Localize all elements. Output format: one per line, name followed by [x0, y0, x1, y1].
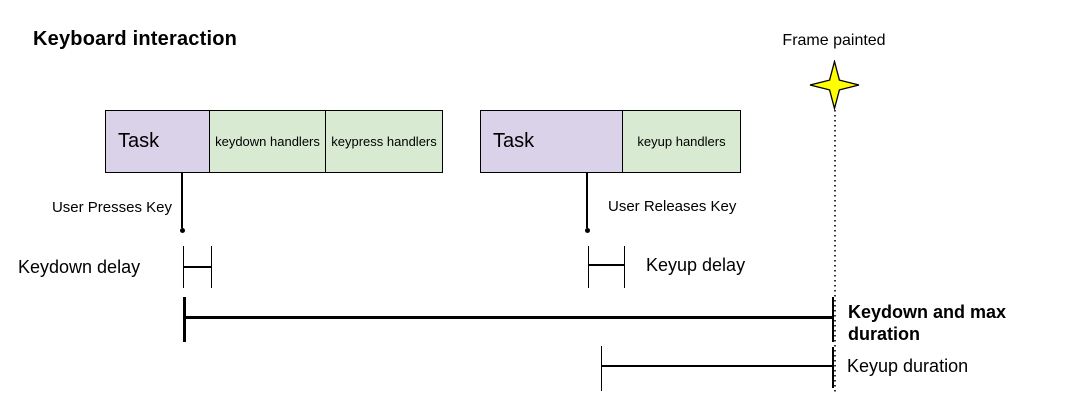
frame-painted-label: Frame painted — [782, 32, 886, 49]
keydown-handlers-label: keydown handlers — [215, 134, 320, 149]
keyup-duration-line — [601, 365, 833, 367]
keyup-delay-end-tick — [623, 246, 625, 288]
keyup-delay-label: Keyup delay — [646, 255, 746, 275]
key-release-arrow-line — [586, 173, 588, 228]
key-press-arrow-line — [181, 173, 183, 228]
keydown-duration-label: Keydown and max duration — [848, 302, 1007, 344]
keyup-duration-start-tick — [600, 346, 602, 391]
frame-paint-time-dotted-line — [834, 110, 836, 394]
task-box-keyup: Task — [480, 110, 623, 173]
keydown-delay-end-tick — [210, 246, 212, 288]
keypress-handlers-label: keypress handlers — [331, 134, 437, 149]
keyup-duration-label: Keyup duration — [847, 356, 969, 376]
keyup-handlers-label: keyup handlers — [637, 134, 726, 149]
keyup-duration-end-tick — [832, 347, 834, 388]
user-presses-key-label: User Presses Key — [51, 199, 172, 216]
keydown-duration-end-tick — [831, 297, 834, 342]
task-box-keydown: Task — [105, 110, 210, 173]
key-press-arrowhead — [179, 228, 185, 233]
page-title: Keyboard interaction — [33, 28, 238, 50]
frame-painted-star-icon — [809, 60, 860, 110]
task-label: Task — [118, 130, 160, 152]
keyup-delay-connector — [588, 264, 624, 266]
task-label: Task — [493, 130, 535, 152]
keydown-handlers-box: keydown handlers — [209, 110, 326, 173]
keydown-duration-start-tick — [183, 297, 186, 342]
key-release-arrowhead — [584, 228, 590, 233]
keyup-delay-start-tick — [587, 246, 589, 288]
keyup-handlers-box: keyup handlers — [622, 110, 741, 173]
keypress-handlers-box: keypress handlers — [325, 110, 443, 173]
user-releases-key-label: User Releases Key — [608, 198, 737, 215]
keydown-delay-label: Keydown delay — [18, 257, 141, 277]
keydown-delay-connector — [183, 266, 211, 268]
keydown-duration-line — [184, 316, 833, 319]
